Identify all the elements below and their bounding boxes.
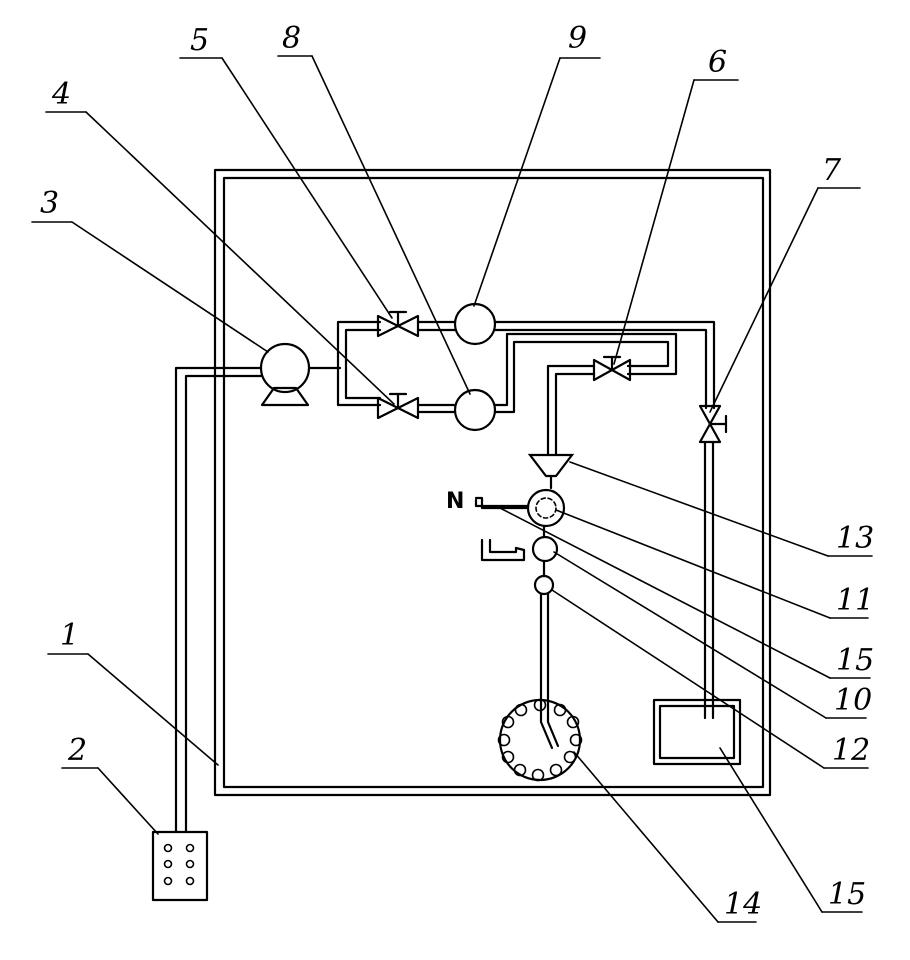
leader-lines <box>31 55 873 923</box>
funnel-fitting <box>527 453 575 490</box>
callout-labels: 1 2 3 4 5 8 9 6 7 13 11 15 10 12 14 15 <box>40 21 874 922</box>
lower-feed-line <box>493 332 678 457</box>
rotary-element <box>526 488 566 528</box>
nitrogen-inlet: N <box>446 489 530 514</box>
cabinet-frame <box>213 168 772 797</box>
upper-return-line <box>493 320 716 410</box>
manifold-pipe <box>336 320 382 407</box>
external-reservoir-box <box>151 830 209 902</box>
label-3: 3 <box>40 186 59 221</box>
small-sphere <box>533 574 555 596</box>
label-1: 1 <box>60 618 79 653</box>
nitrogen-mark: N <box>446 489 464 514</box>
waste-container <box>652 698 742 766</box>
waste-line <box>703 440 715 720</box>
upper-vessel <box>453 302 497 346</box>
label-10: 10 <box>834 683 872 718</box>
lower-valve <box>376 392 458 420</box>
lower-vessel <box>453 388 497 432</box>
side-port <box>480 538 526 562</box>
feed-valve <box>592 355 632 382</box>
return-valve <box>698 404 728 444</box>
ball-valve <box>531 535 559 563</box>
label-5: 5 <box>190 23 209 58</box>
label-2: 2 <box>67 733 87 768</box>
label-4: 4 <box>51 77 71 112</box>
label-15-lower: 15 <box>828 877 866 912</box>
label-13: 13 <box>836 521 874 556</box>
label-6: 6 <box>708 45 727 80</box>
label-7: 7 <box>822 153 842 188</box>
inlet-pipe <box>174 366 264 834</box>
label-11: 11 <box>836 583 874 618</box>
label-8: 8 <box>282 21 301 56</box>
pump <box>259 342 311 407</box>
sample-carousel <box>497 698 583 782</box>
label-12: 12 <box>832 733 870 768</box>
label-15-upper: 15 <box>836 643 874 678</box>
upper-valve <box>376 310 458 338</box>
label-9: 9 <box>568 21 587 56</box>
label-14: 14 <box>724 887 762 922</box>
